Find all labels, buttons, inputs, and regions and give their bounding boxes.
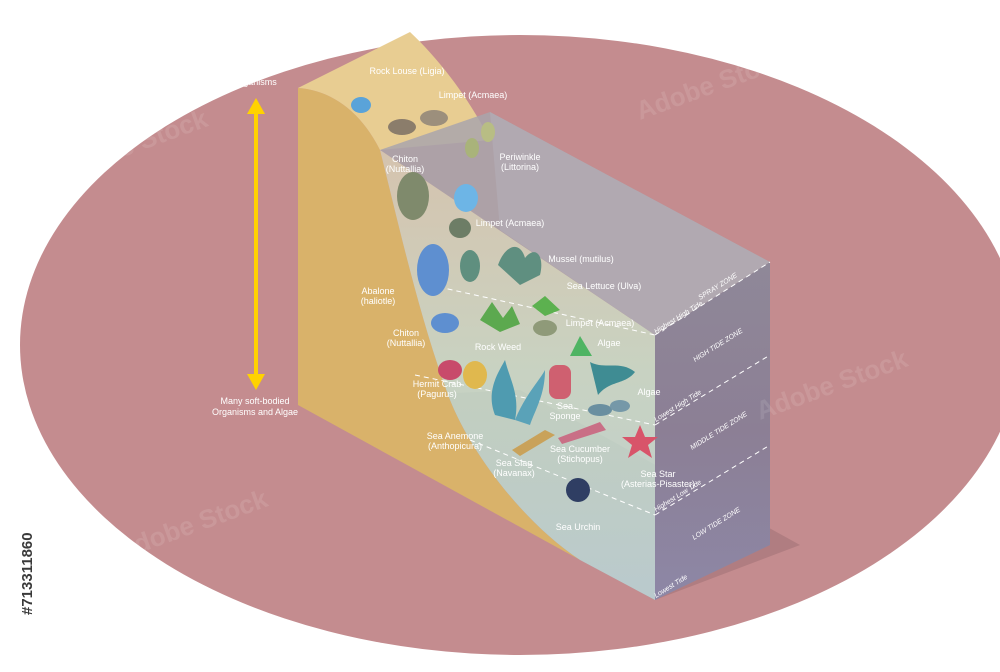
label-abalone-line-1: Abalone [361, 286, 394, 296]
label-chiton-1-line-2: (Nuttallia) [386, 164, 425, 174]
label-sea-sponge-line-1: Sea [557, 401, 573, 411]
label-chiton-1-line-1: Chiton [392, 154, 418, 164]
scale-top-line-2: Shelled [240, 66, 270, 76]
label-hermit-crab-line-1: Hermit Crab [413, 379, 462, 389]
label-hermit-crab-line-2: (Pagurus) [417, 389, 457, 399]
hermit-crab-icon [438, 360, 487, 389]
scale-bottom-line-1: Many soft-bodied [220, 396, 289, 406]
label-sea-cucumber-line-1: Sea Cucumber [550, 444, 610, 454]
stock-id: #713311860 [19, 532, 36, 615]
scale-bottom-line-2: Organisms and Algae [212, 407, 298, 417]
periwinkle-icon [465, 122, 495, 158]
sea-lettuce-icon [480, 296, 560, 332]
label-chiton-2-line-2: (Nuttallia) [387, 338, 426, 348]
label-rock-louse: Rock Louse (Ligia) [369, 66, 444, 76]
label-sea-slag-line-2: (Navanax) [493, 468, 535, 478]
rocks-icon [588, 400, 630, 416]
divider-lowest-high [414, 374, 656, 426]
box-side [655, 262, 770, 600]
divider-highest-low-side [654, 444, 771, 516]
label-mussel: Mussel (mutilus) [548, 254, 614, 264]
label-abalone-line-2: (haliotle) [361, 296, 396, 306]
limpet-green-icon [449, 218, 471, 238]
label-limpet-3: Limpet (Acmaea) [566, 318, 635, 328]
divider-highest-high-side [654, 261, 771, 336]
label-limpet-2: Limpet (Acmaea) [476, 218, 545, 228]
sea-cucumber-icon [558, 422, 606, 444]
label-periwinkle-line-1: Periwinkle [499, 152, 540, 162]
sea-urchin-icon [566, 478, 590, 502]
sea-sponge-icon [549, 365, 571, 399]
limpet-small-icon [533, 320, 557, 336]
scale-top-line-1: Mostly [242, 55, 269, 65]
chiton-blue-icon [431, 313, 459, 333]
label-sea-anemone-line-2: (Anthopicura) [428, 441, 482, 451]
divider-highest-high [429, 284, 656, 336]
label-sea-star-line-2: (Asterias-Pisaster) [621, 479, 695, 489]
algae-teal-icon [590, 362, 635, 395]
label-sea-sponge-line-2: Sponge [549, 411, 580, 421]
label-sea-lettuce: Sea Lettuce (Ulva) [567, 281, 642, 291]
sea-anemone-icon [512, 430, 555, 456]
label-sea-slag-line-1: Sea Slag [496, 458, 533, 468]
limpet-blue-icon [454, 184, 478, 212]
algae-green-icon [570, 336, 592, 356]
label-periwinkle-line-2: (Littorina) [501, 162, 539, 172]
scale-top-label: Mostly Shelled Organisms [233, 55, 277, 87]
divider-highest-low [469, 439, 656, 516]
label-sea-anemone-line-1: Sea Anemone [427, 431, 484, 441]
gradient-arrow [247, 98, 265, 390]
mussel-icon [460, 246, 542, 285]
cliff-face [298, 88, 580, 560]
scale-bottom-label: Many soft-bodied Organisms and Algae [212, 396, 298, 417]
rock-louse-icon [351, 97, 371, 113]
limpet-shells-icon [388, 110, 448, 135]
divider-lowest-high-side [654, 354, 771, 426]
label-sea-urchin: Sea Urchin [556, 522, 601, 532]
chiton-icon [397, 172, 429, 220]
label-algae-1: Algae [597, 338, 620, 348]
label-chiton-2-line-1: Chiton [393, 328, 419, 338]
label-algae-2: Algae [637, 387, 660, 397]
abalone-icon [417, 244, 449, 296]
label-sea-star-line-1: Sea Star [640, 469, 675, 479]
scale-top-line-3: Organisms [233, 77, 277, 87]
label-sea-cucumber-line-2: (Stichopus) [557, 454, 603, 464]
rock-weed-icon [491, 360, 545, 425]
sea-star-icon [622, 425, 658, 458]
label-limpet-1: Limpet (Acmaea) [439, 90, 508, 100]
spray-region [490, 112, 770, 335]
label-rock-weed: Rock Weed [475, 342, 521, 352]
